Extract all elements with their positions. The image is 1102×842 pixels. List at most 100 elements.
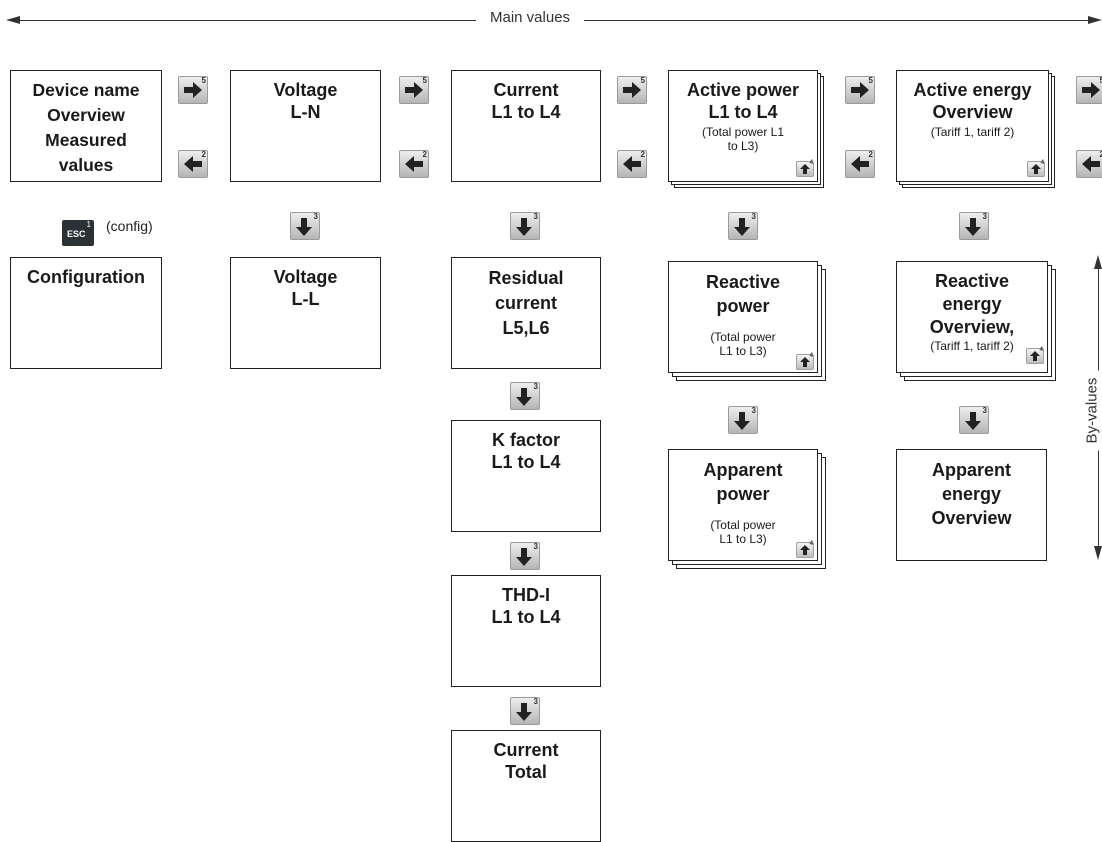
arrow-up-icon [1030,351,1040,361]
box-current: Current L1 to L4 [451,70,601,182]
down-key[interactable]: 3 [728,406,758,434]
arrow-down-icon [516,218,532,236]
up-key[interactable]: 4 [1026,348,1044,364]
box-apparent-power-title: Apparent power [669,458,817,506]
box-device-overview: Device name Overview Measured values [10,70,162,182]
arrow-left-icon [623,156,641,172]
arrow-left-icon [851,156,869,172]
key-number: 4 [810,353,813,359]
box-apparent-energy-title: Apparent energy Overview [897,458,1046,530]
box-residual-current-title: Residual current L5,L6 [452,266,600,341]
by-axis-down-arrowhead [1094,546,1102,560]
down-key[interactable]: 3 [510,697,540,725]
left-key[interactable]: 2 [845,150,875,178]
arrow-right-icon [623,82,641,98]
key-number: 4 [1040,347,1043,353]
box-active-power-title: Active power L1 to L4 [669,79,817,123]
arrow-down-icon [516,703,532,721]
box-k-factor: K factor L1 to L4 [451,420,601,532]
esc-config-label: (config) [106,218,153,234]
box-active-power-sub: (Total power L1 to L3) [669,125,817,153]
box-current-title: Current L1 to L4 [452,79,600,123]
box-reactive-power: Reactive power (Total power L1 to L3) 4 [668,261,818,373]
box-apparent-energy: Apparent energy Overview [896,449,1047,561]
box-current-total-title: Current Total [452,739,600,783]
key-number: 2 [202,150,206,159]
key-number: 3 [534,382,538,391]
key-number: 5 [641,76,645,85]
box-voltage-ln: Voltage L-N [230,70,381,182]
key-number: 4 [810,160,813,166]
key-number: 1 [87,220,91,229]
box-reactive-power-sub: (Total power L1 to L3) [669,330,817,358]
key-number: 5 [423,76,427,85]
arrow-down-icon [965,412,981,430]
key-number: 2 [869,150,873,159]
right-key[interactable]: 5 [617,76,647,104]
arrow-up-icon [800,164,810,174]
key-number: 3 [983,212,987,221]
right-key[interactable]: 5 [1076,76,1102,104]
box-voltage-ln-title: Voltage L-N [231,79,380,123]
box-residual-current: Residual current L5,L6 [451,257,601,369]
up-key[interactable]: 4 [796,542,814,558]
up-key[interactable]: 4 [796,354,814,370]
box-current-total: Current Total [451,730,601,842]
arrow-left-icon [1082,156,1100,172]
key-number: 3 [534,697,538,706]
box-configuration: Configuration [10,257,162,369]
arrow-down-icon [965,218,981,236]
arrow-up-icon [1031,164,1041,174]
left-key[interactable]: 2 [1076,150,1102,178]
arrow-up-icon [800,545,810,555]
key-number: 4 [810,541,813,547]
box-apparent-power: Apparent power (Total power L1 to L3) 4 [668,449,818,561]
down-key[interactable]: 3 [510,542,540,570]
arrow-left-icon [184,156,202,172]
down-key[interactable]: 3 [728,212,758,240]
left-key[interactable]: 2 [399,150,429,178]
box-voltage-ll-title: Voltage L-L [231,266,380,310]
key-number: 3 [983,406,987,415]
up-key[interactable]: 4 [796,161,814,177]
left-key[interactable]: 2 [617,150,647,178]
box-reactive-power-title: Reactive power [669,270,817,318]
arrow-down-icon [516,388,532,406]
arrow-down-icon [296,218,312,236]
main-axis-left-arrowhead [6,16,20,24]
down-key[interactable]: 3 [510,212,540,240]
down-key[interactable]: 3 [510,382,540,410]
box-active-energy-title: Active energy Overview [897,79,1048,123]
box-reactive-energy-sub: (Tariff 1, tariff 2) [897,339,1047,353]
arrow-down-icon [516,548,532,566]
esc-key[interactable]: ESC 1 [62,220,94,246]
right-key[interactable]: 5 [399,76,429,104]
box-voltage-ll: Voltage L-L [230,257,381,369]
key-number: 3 [752,406,756,415]
box-active-energy: Active energy Overview (Tariff 1, tariff… [896,70,1049,182]
key-number: 5 [202,76,206,85]
down-key[interactable]: 3 [959,406,989,434]
arrow-right-icon [1082,82,1100,98]
arrow-down-icon [734,218,750,236]
up-key[interactable]: 4 [1027,161,1045,177]
key-number: 2 [423,150,427,159]
box-apparent-power-sub: (Total power L1 to L3) [669,518,817,546]
right-key[interactable]: 5 [178,76,208,104]
key-number: 3 [752,212,756,221]
down-key[interactable]: 3 [959,212,989,240]
arrow-right-icon [851,82,869,98]
key-number: 4 [1041,160,1044,166]
main-axis-right-arrowhead [1088,16,1102,24]
main-values-label: Main values [476,9,584,26]
left-key[interactable]: 2 [178,150,208,178]
box-active-power: Active power L1 to L4 (Total power L1 to… [668,70,818,182]
key-number: 3 [314,212,318,221]
down-key[interactable]: 3 [290,212,320,240]
key-number: 3 [534,542,538,551]
arrow-up-icon [800,357,810,367]
arrow-right-icon [405,82,423,98]
box-thd-i-title: THD-I L1 to L4 [452,584,600,628]
right-key[interactable]: 5 [845,76,875,104]
by-axis-up-arrowhead [1094,255,1102,269]
